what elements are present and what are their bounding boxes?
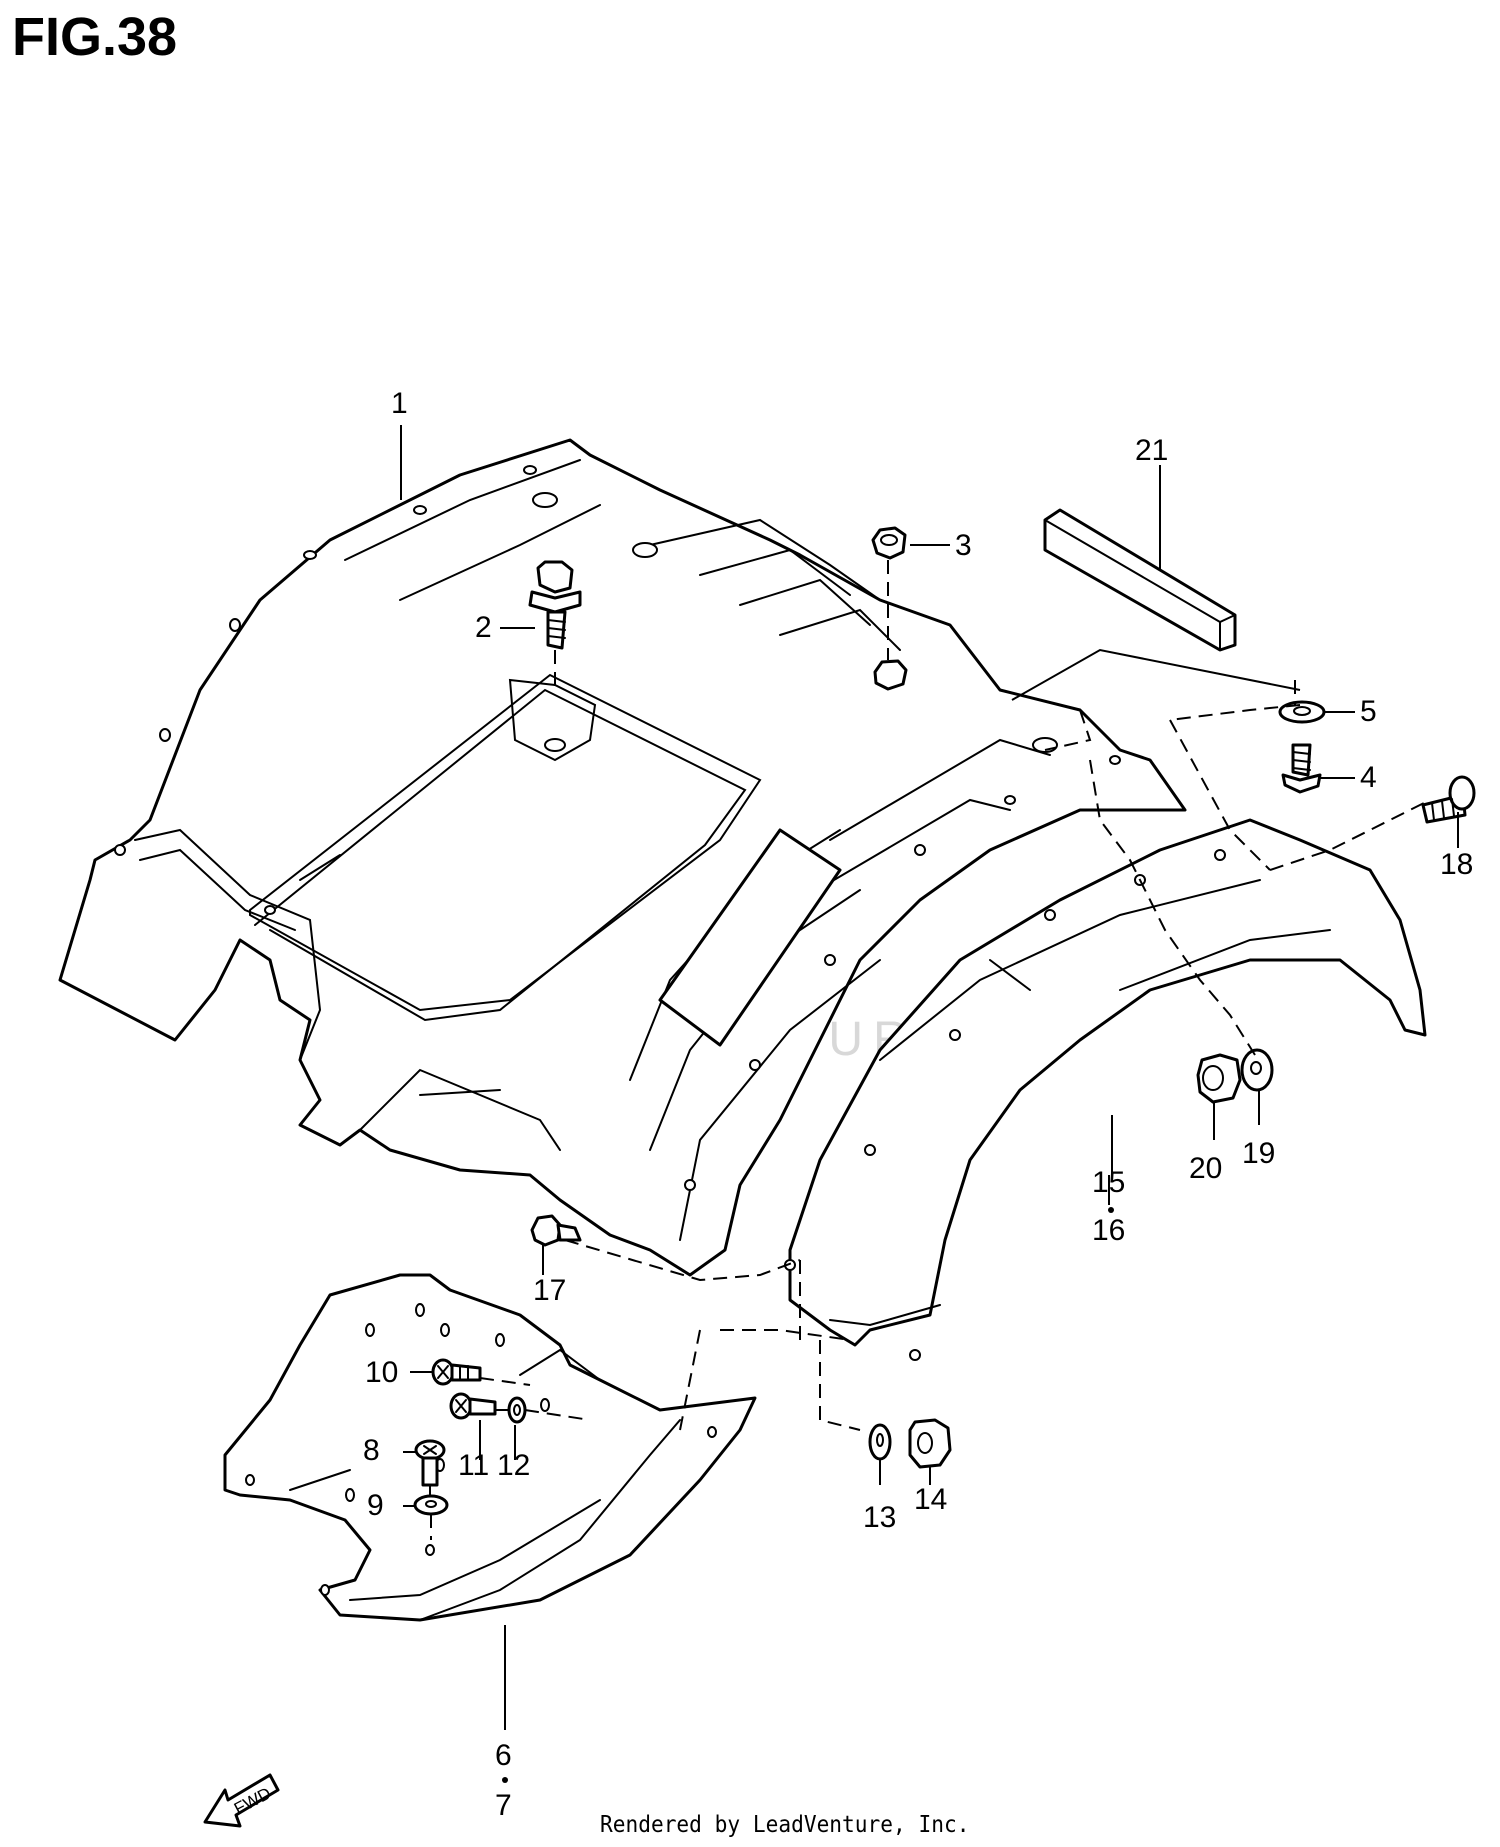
side-fender-panel[interactable]	[784, 818, 1427, 1361]
callout-19: 19	[1242, 1137, 1275, 1170]
rear-fender-main-body[interactable]	[58, 438, 1187, 1277]
washer-part-9[interactable]	[413, 1494, 449, 1516]
callout-5: 5	[1360, 695, 1377, 728]
callout-7: 7	[495, 1789, 512, 1822]
callout-8: 8	[363, 1434, 380, 1467]
figure-title: FIG.38	[12, 7, 178, 67]
callout-12: 12	[497, 1449, 530, 1482]
callout-17: 17	[533, 1274, 566, 1307]
callout-9: 9	[367, 1489, 384, 1522]
dashed-assembly-lines	[429, 560, 1431, 1540]
foam-strip[interactable]	[1043, 508, 1237, 652]
callout-labels: 1 2 3 4 5 6 7 8 9 10 11 12 13 14 15 16 1…	[363, 387, 1473, 1822]
callout-6-7-dot	[502, 1777, 508, 1783]
lower-mud-guard[interactable]	[223, 1273, 757, 1622]
callout-11: 11	[458, 1449, 489, 1482]
callout-2: 2	[475, 611, 492, 644]
forward-direction-arrow: FWD	[203, 1773, 280, 1828]
callout-3: 3	[955, 529, 972, 562]
washer-part-13[interactable]	[868, 1423, 892, 1461]
callout-15-16-dot	[1108, 1207, 1114, 1213]
bolt-part-2[interactable]	[528, 560, 582, 650]
callout-20: 20	[1189, 1152, 1222, 1185]
callout-15: 15	[1092, 1166, 1125, 1199]
screw-part-8[interactable]	[414, 1439, 446, 1487]
washer-part-19[interactable]	[1240, 1048, 1274, 1092]
callout-14: 14	[914, 1483, 947, 1516]
nut-part-14[interactable]	[908, 1418, 952, 1469]
callout-4: 4	[1360, 761, 1377, 794]
screw-part-4[interactable]	[1281, 743, 1322, 794]
fastener-part-17[interactable]	[530, 1214, 582, 1247]
callout-13: 13	[863, 1501, 896, 1534]
leader-lines	[400, 425, 1459, 1730]
render-credit: Rendered by LeadVenture, Inc.	[600, 1812, 970, 1838]
washer-part-12[interactable]	[507, 1396, 527, 1424]
nut-part-20[interactable]	[1196, 1053, 1242, 1104]
callout-1: 1	[391, 387, 408, 420]
callout-16: 16	[1092, 1214, 1125, 1247]
washer-part-5[interactable]	[1278, 700, 1326, 724]
callout-10: 10	[365, 1356, 398, 1389]
bolt-part-18[interactable]	[1421, 775, 1476, 824]
callout-18: 18	[1440, 848, 1473, 881]
callout-21: 21	[1135, 434, 1168, 467]
grommet-part-3[interactable]	[871, 526, 908, 691]
screw-part-11[interactable]	[449, 1392, 497, 1420]
callout-6: 6	[495, 1739, 512, 1772]
